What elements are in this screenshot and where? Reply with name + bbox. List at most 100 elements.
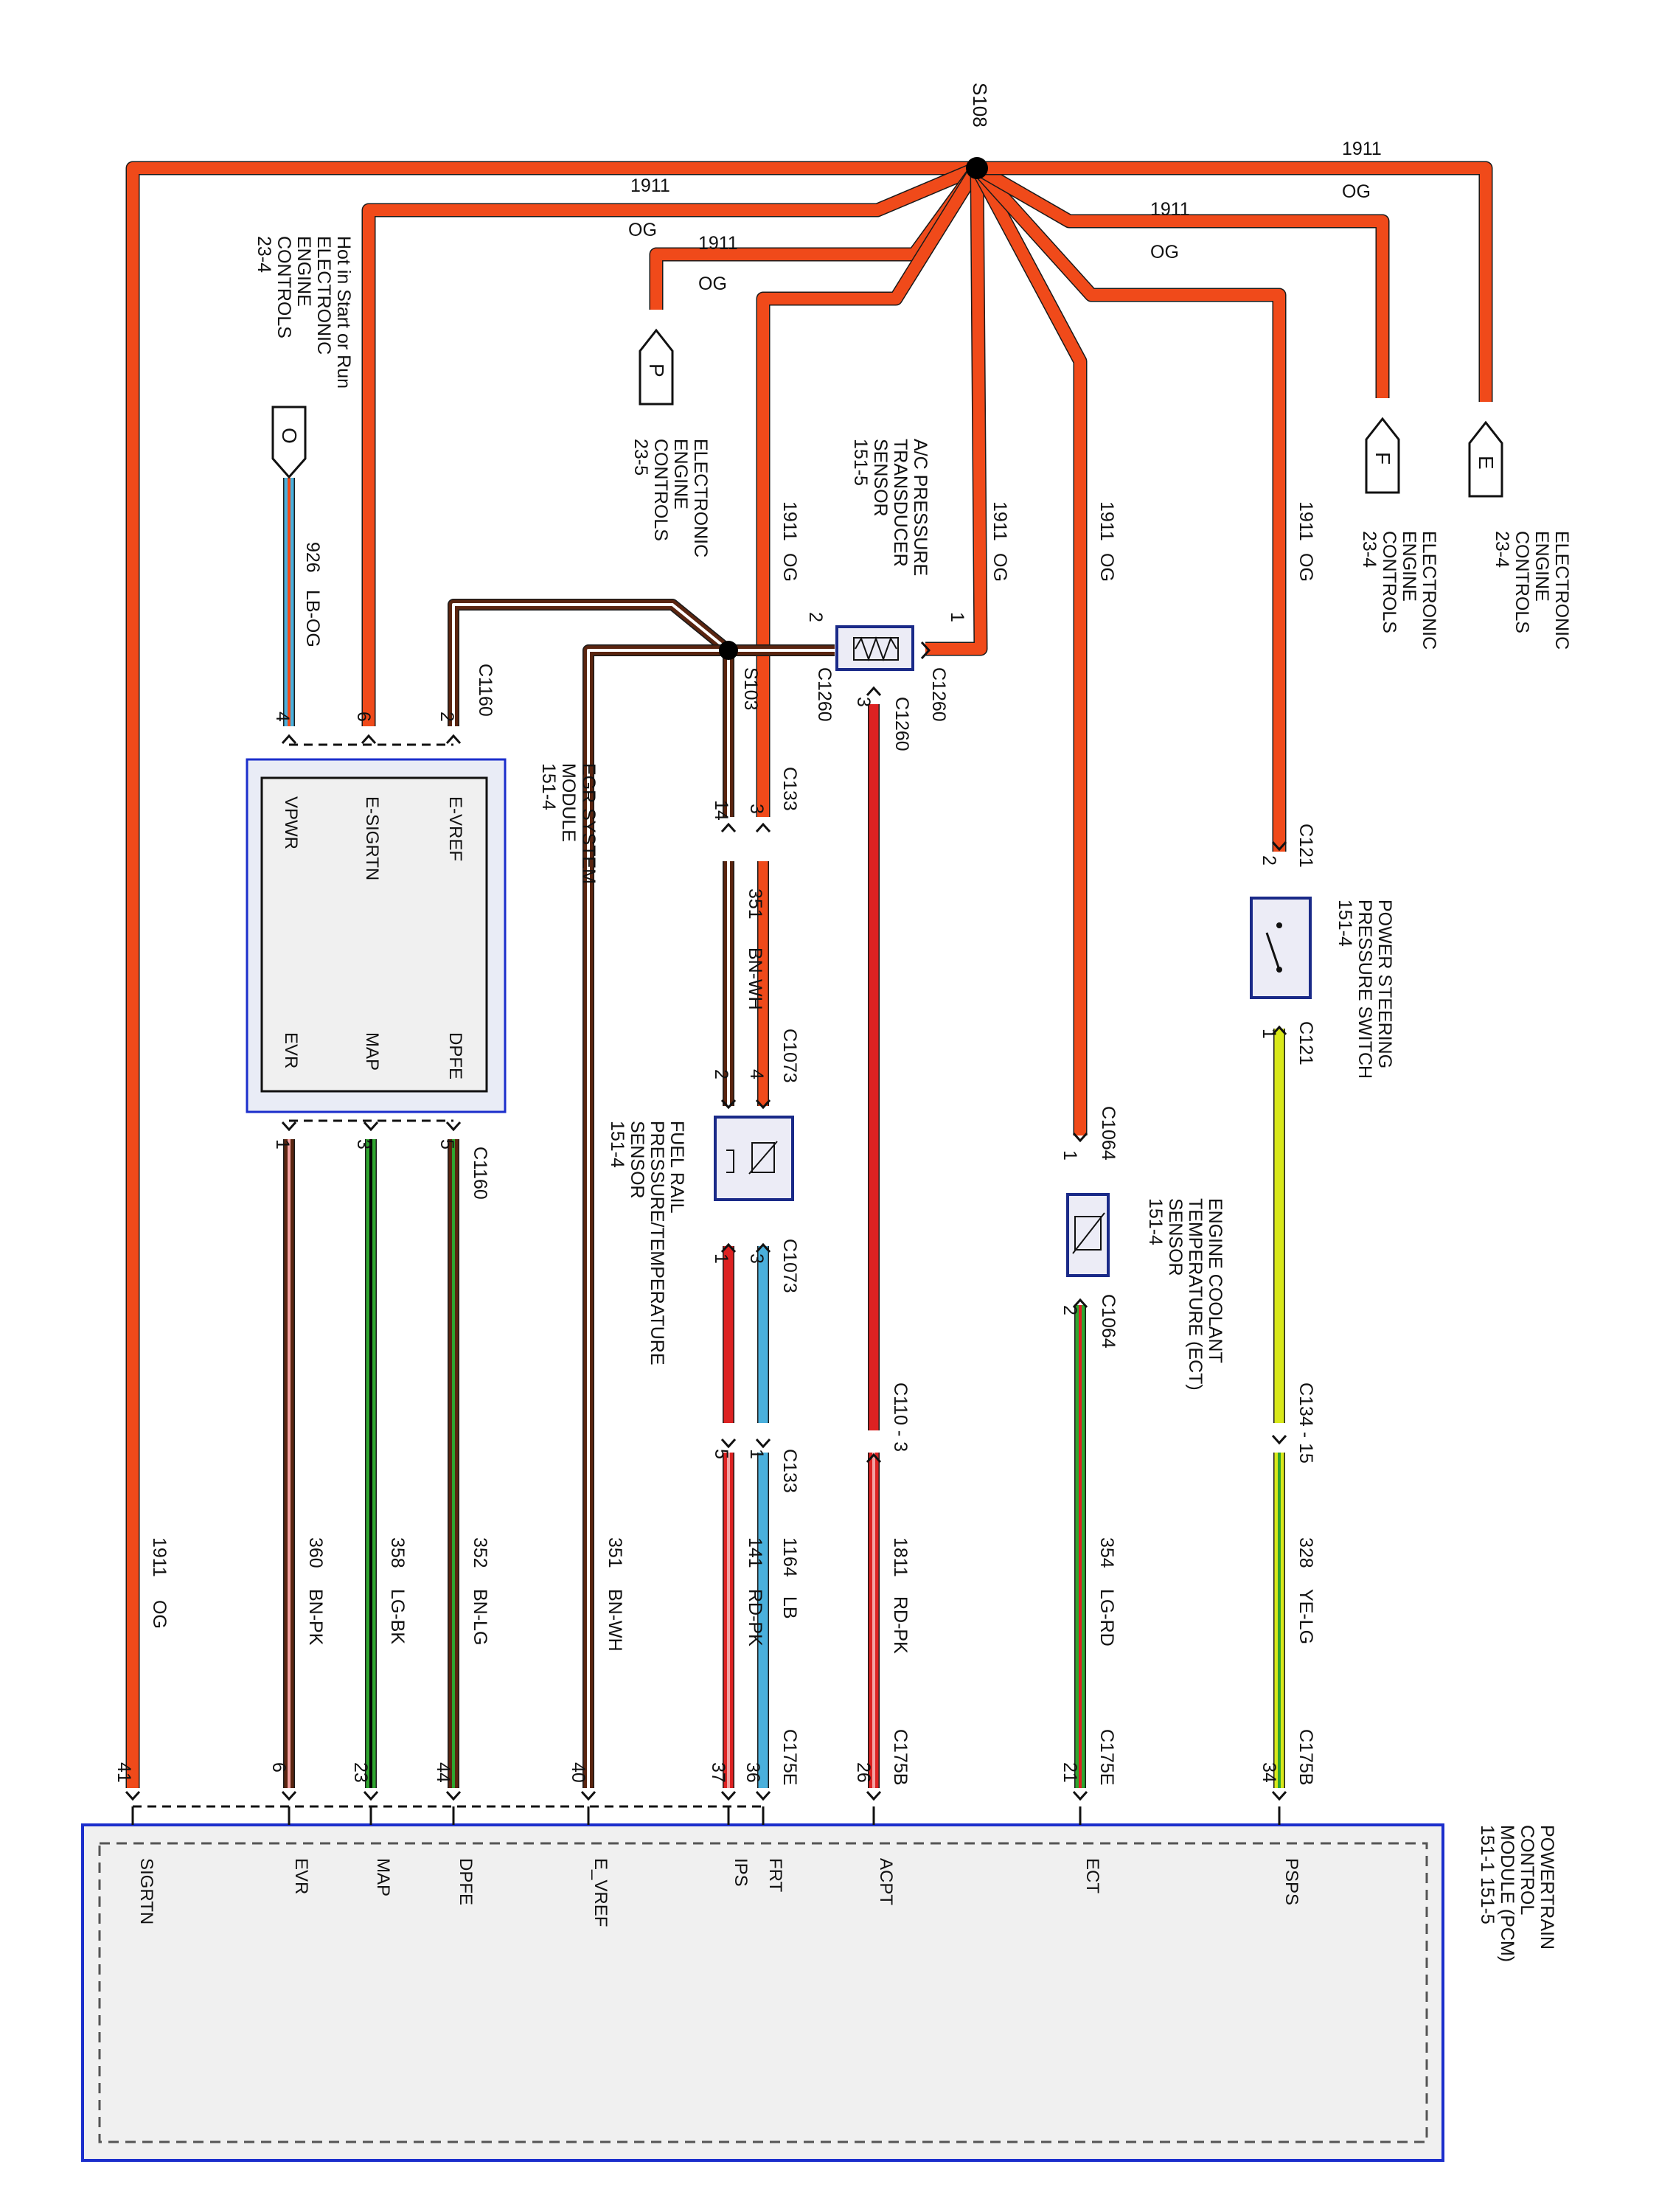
- pcm-title-line: 151-1 151-5: [1477, 1825, 1498, 1924]
- w_map-circuit: 358: [387, 1537, 408, 1568]
- pcm-pin-num-8: 21: [1060, 1762, 1080, 1783]
- ref-tag-p: [639, 328, 674, 406]
- c1073-pin-3: [755, 1242, 771, 1253]
- ect-sensor-title-line: SENSOR: [1165, 1198, 1186, 1276]
- ref-f-text-line: 23-4: [1359, 531, 1380, 568]
- wire-layer: [125, 161, 1493, 1788]
- ps-switch-box: [1250, 897, 1312, 999]
- c133-pin-num-5: 5: [711, 1449, 731, 1459]
- ref-f-letter: F: [1371, 452, 1394, 465]
- w_psps-circuit: 328: [1295, 1537, 1316, 1568]
- w_c133-color: OG: [779, 553, 800, 582]
- pcm-pin-num-0: 41: [114, 1762, 134, 1783]
- c1160-bottom-pin-0: [281, 1121, 297, 1132]
- ref-p-text-line: 23-5: [630, 439, 651, 476]
- w_dpfe-circuit: 352: [470, 1537, 490, 1568]
- c1160-bottom-pin-2: [445, 1121, 462, 1132]
- w_vpwr-circuit: 926: [302, 542, 323, 573]
- wire-to-ac-pin1: [925, 167, 988, 656]
- pcm-inner-dashed: [98, 1842, 1428, 2143]
- ect-pin-num-1: 1: [1060, 1150, 1080, 1161]
- c1073-pin-num-1: 1: [711, 1253, 731, 1264]
- egr-pin-num-1: 6: [353, 712, 374, 722]
- ref-o-text-line: Hot in Start or Run: [333, 236, 354, 389]
- pcm-pin-num-3: 44: [433, 1762, 453, 1783]
- pcm-pin-label-9: PSPS: [1281, 1858, 1301, 1905]
- w_ac1-color: OG: [990, 553, 1010, 582]
- pcm-connector-pin-7: [866, 1790, 882, 1801]
- c1160-top-pin-0: [281, 734, 297, 745]
- ref-tag-e: [1468, 420, 1503, 498]
- ect-thermistor-icon: [1074, 1216, 1102, 1251]
- pcm-pin-num-1: 6: [268, 1762, 289, 1773]
- ps-switch-title-line: POWER STEERING: [1374, 900, 1395, 1068]
- c121-bottom-label: C121: [1295, 1021, 1316, 1065]
- w_evr-circuit: 360: [305, 1537, 326, 1568]
- pcm-pin-num-2: 23: [350, 1762, 371, 1783]
- w_ectpcm-color: LG-RD: [1096, 1589, 1117, 1646]
- ac-pin-num-2: 2: [805, 612, 826, 622]
- egr-module-title-line: MODULE: [558, 763, 579, 842]
- s108-label: S108: [969, 83, 991, 128]
- c133-bottom-label: C133: [779, 1449, 800, 1493]
- c1073-pin-2: [720, 1099, 737, 1110]
- s103-label: S103: [740, 667, 761, 710]
- c175e-frt-label: C175E: [779, 1729, 800, 1785]
- w_ect-circuit: 1911: [1096, 501, 1117, 541]
- w_map-color: LG-BK: [387, 1589, 408, 1644]
- egr-pin-label-0: VPWR: [281, 796, 301, 849]
- pcm-pin-label-8: ECT: [1082, 1858, 1102, 1893]
- ref-o-text-line: ELECTRONIC: [313, 236, 334, 355]
- c1073-top-label: C1073: [779, 1029, 800, 1083]
- c133-top-label: C133: [779, 767, 800, 811]
- c1073-pin-4: [755, 1099, 771, 1110]
- c1160-bottom-label: C1160: [470, 1147, 490, 1200]
- ref-p-letter: P: [645, 364, 668, 378]
- c1064-pin-2: [1072, 1298, 1088, 1309]
- ps-pin-num-1: 1: [1259, 1029, 1279, 1039]
- c175b-psps-label: C175B: [1295, 1729, 1316, 1785]
- fuel-sensor-thermistor-icon: [751, 1142, 775, 1173]
- w_vpwr-color: LB-OG: [302, 590, 323, 647]
- w_acpt-circuit: 1811: [890, 1537, 911, 1577]
- pcm-title-line: MODULE (PCM): [1497, 1825, 1517, 1962]
- w_fr-color: BN-WH: [745, 947, 765, 1010]
- pcm-pin-label-6: FRT: [765, 1858, 785, 1893]
- fuel-sensor-title-line: FUEL RAIL: [667, 1121, 687, 1214]
- wire-f-color: OG: [1150, 242, 1179, 262]
- s103-splice: [719, 641, 738, 660]
- egr-pin-num-4: 3: [353, 1139, 374, 1150]
- wire-p-circuit: 1911: [698, 233, 738, 254]
- pcm-connector-pin-2: [363, 1790, 379, 1801]
- ref-f-text-line: ELECTRONIC: [1419, 531, 1439, 650]
- c1160-bottom-pin-1: [363, 1121, 379, 1132]
- component-layer: [81, 157, 1503, 2162]
- ref-o-text-line: 23-4: [254, 236, 274, 273]
- wire-to-c133: [756, 164, 984, 817]
- egr-pin-label-3: EVR: [281, 1032, 301, 1068]
- pcm-box: [81, 1823, 1444, 2162]
- wire-to-ect: [970, 164, 1088, 1135]
- ps-pin-num-2: 2: [1259, 855, 1279, 866]
- c133-pin-5: [720, 1438, 737, 1449]
- ref-e-text-line: ENGINE: [1531, 531, 1552, 602]
- pcm-pin-num-5: 37: [708, 1762, 728, 1783]
- egr-pin-label-4: MAP: [362, 1032, 382, 1071]
- c1160-top-label: C1160: [475, 664, 495, 717]
- egr-pin-num-3: 1: [272, 1139, 293, 1150]
- c1073-pin-num-4: 4: [746, 1069, 767, 1079]
- pcm-pin-num-4: 40: [568, 1762, 588, 1783]
- c121-top-label: C121: [1295, 824, 1316, 868]
- wire-6-color: OG: [628, 220, 657, 240]
- c1260-right-label: C1260: [928, 667, 949, 722]
- egr-pin-num-5: 5: [437, 1139, 457, 1150]
- pcm-connector-pin-6: [755, 1790, 771, 1801]
- ect-pin-num-2: 2: [1060, 1305, 1080, 1315]
- c133-pin-num-3: 3: [746, 804, 767, 814]
- ect-sensor-title-line: 151-4: [1145, 1198, 1166, 1245]
- ref-e-text-line: ELECTRONIC: [1551, 531, 1572, 650]
